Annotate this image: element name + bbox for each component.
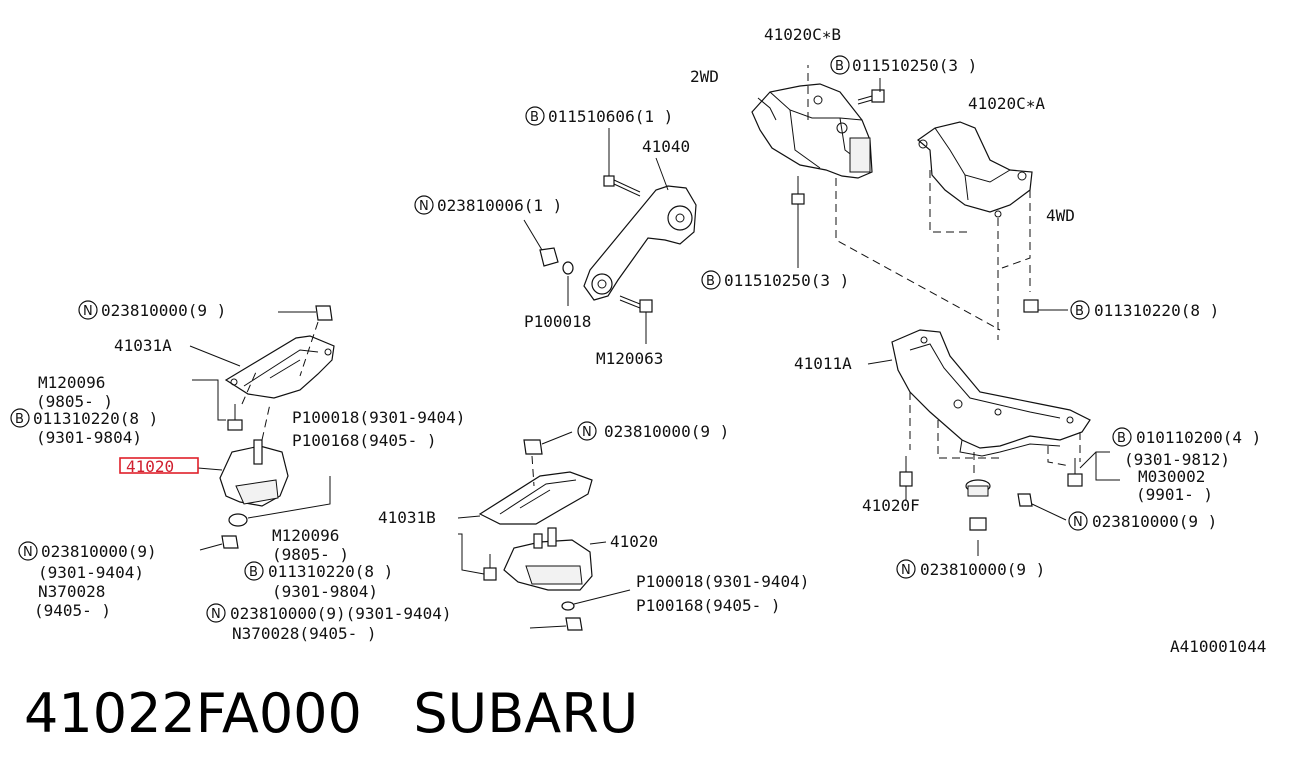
bolt-marker: B: [15, 412, 24, 427]
bolt-marker: B: [835, 59, 844, 74]
bolt-icon: [227, 404, 243, 431]
label-41020-c: 41020: [610, 532, 658, 551]
nut-marker: N: [83, 304, 93, 319]
label-011310220-c-date: (9301-9804): [272, 582, 378, 601]
label-41020f: 41020F: [862, 496, 920, 515]
diagram-code: A410001044: [1170, 637, 1266, 656]
label-n370028-l-date: (9405- ): [34, 601, 111, 620]
label-2wd: 2WD: [690, 67, 719, 86]
mount-bracket-4wd: [917, 121, 1033, 218]
engine-mount: [503, 527, 593, 591]
bolt-marker: B: [1075, 304, 1084, 319]
label-011310220-l-date: (9301-9804): [36, 428, 142, 447]
washer-icon: [561, 601, 575, 611]
nut-marker: N: [1073, 515, 1083, 530]
bolt-marker: B: [706, 274, 715, 289]
label-m120096-l: M120096: [38, 373, 105, 392]
label-p100168-c: P100168(9405- ): [636, 596, 781, 615]
label-023810000-l2-date: (9301-9404): [38, 563, 144, 582]
label-m030002-date: (9901- ): [1136, 485, 1213, 504]
nut-icon: [539, 247, 559, 267]
bolt-marker: B: [530, 110, 539, 125]
label-p100018-c: P100018(9301-9404): [636, 572, 809, 591]
nut-icon: [221, 535, 239, 549]
bolt-icon: [1067, 458, 1083, 487]
nut-marker: N: [419, 199, 429, 214]
engine-mount-highlighted: [219, 439, 289, 507]
bolt-icon: [1023, 299, 1039, 313]
nut-icon: [1017, 493, 1033, 507]
nut-marker: N: [901, 563, 911, 578]
bolt-icon: [483, 554, 497, 581]
label-41031a: 41031A: [114, 336, 172, 355]
label-010110200: 010110200(4 ): [1136, 428, 1261, 447]
label-m120096-l-date: (9805- ): [36, 392, 113, 411]
label-p100018-l: P100018(9301-9404): [292, 408, 465, 427]
bolt-marker: B: [1117, 431, 1126, 446]
label-41031b: 41031B: [378, 508, 436, 527]
washer-icon: [228, 513, 248, 527]
label-m120063: M120063: [596, 349, 663, 368]
label-011310220-l: 011310220(8 ): [33, 409, 158, 428]
nut-icon: [523, 439, 543, 455]
nut-marker: N: [211, 607, 221, 622]
mount-bushing: [965, 479, 991, 497]
footer-title: 41022FA000 SUBARU: [24, 682, 638, 745]
nut-marker: N: [23, 545, 33, 560]
brand-name: SUBARU: [413, 682, 639, 745]
label-41011a: 41011A: [794, 354, 852, 373]
label-023810006: 023810006(1 ): [437, 196, 562, 215]
label-023810000-l1: 023810000(9 ): [101, 301, 226, 320]
nut-icon: [565, 617, 583, 631]
label-41020-highlighted: 41020: [126, 457, 174, 476]
washer-icon: [562, 261, 574, 275]
torque-rod: [583, 185, 697, 301]
nut-icon: [969, 517, 987, 531]
label-011310220-c: 011310220(8 ): [268, 562, 393, 581]
label-011310220-right: 011310220(8 ): [1094, 301, 1219, 320]
label-m120096-c: M120096: [272, 526, 339, 545]
part-number: 41022FA000: [24, 682, 362, 745]
label-011510250-mid: 011510250(3 ): [724, 271, 849, 290]
label-010110200-date: (9301-9812): [1124, 450, 1230, 469]
bolt-icon: [619, 295, 653, 313]
bolt-icon: [857, 89, 885, 105]
label-m120096-c-date: (9805- ): [272, 545, 349, 564]
bolt-icon: [791, 176, 805, 205]
label-m030002: M030002: [1138, 467, 1205, 486]
crossmember: [891, 329, 1091, 457]
label-023810000-c1: 023810000(9 ): [604, 422, 729, 441]
label-011510606: 011510606(1 ): [548, 107, 673, 126]
highlight-box: [119, 457, 199, 474]
label-41020cb: 41020C∗B: [764, 25, 841, 44]
label-n370028-c: N370028(9405- ): [232, 624, 377, 643]
label-p100168-l: P100168(9405- ): [292, 431, 437, 450]
bracket-41031a: [224, 335, 335, 399]
label-n370028-l: N370028: [38, 582, 105, 601]
label-023810000-r1: 023810000(9 ): [1092, 512, 1217, 531]
label-4wd: 4WD: [1046, 206, 1075, 225]
nut-marker: N: [582, 425, 592, 440]
bolt-marker: B: [249, 565, 258, 580]
label-41020ca: 41020C∗A: [968, 94, 1045, 113]
bolt-icon: [899, 456, 913, 487]
nut-icon: [315, 305, 333, 321]
label-p100018-mid: P100018: [524, 312, 591, 331]
label-023810000-c2: 023810000(9)(9301-9404): [230, 604, 452, 623]
bolt-icon: [603, 175, 641, 197]
mount-bracket-2wd: [751, 83, 873, 179]
label-023810000-l2: 023810000(9): [41, 542, 157, 561]
label-023810000-r2: 023810000(9 ): [920, 560, 1045, 579]
bracket-41031b: [478, 471, 593, 525]
label-011510250-top: 011510250(3 ): [852, 56, 977, 75]
label-41040: 41040: [642, 137, 690, 156]
